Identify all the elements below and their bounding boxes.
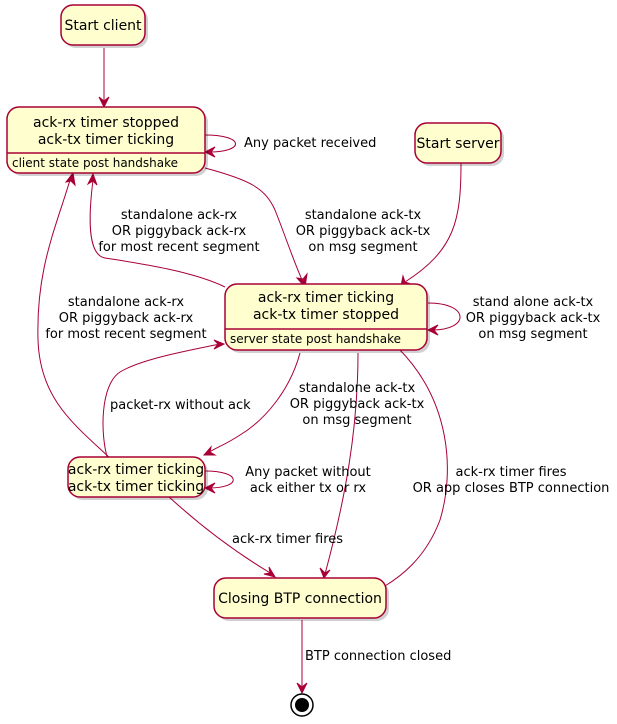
edge-client-self [204, 134, 236, 153]
arrowhead [86, 172, 98, 186]
edge-client-to-server [204, 167, 304, 283]
label-server-self-2: OR piggyback ack-tx [466, 311, 601, 326]
arrowhead [319, 567, 331, 580]
label-closing-to-end: BTP connection closed [305, 649, 451, 664]
state-client: ack-rx timer stopped ack-tx timer tickin… [6, 106, 208, 176]
label-server-self-1: stand alone ack-tx [473, 295, 594, 310]
label-both-self-2: ack either tx or rx [250, 481, 367, 496]
state-both-title-2: ack-tx timer ticking [68, 479, 204, 495]
edge-server-to-closing [324, 352, 359, 575]
state-closing: Closing BTP connection [213, 577, 389, 621]
edge-server-to-closing-right [384, 347, 448, 587]
label-both-to-client-2: OR piggyback ack-rx [59, 311, 194, 326]
state-start-client-label: Start client [64, 18, 142, 34]
label-server-to-client-2: OR piggyback ack-rx [112, 224, 247, 239]
arrowhead [203, 146, 216, 158]
label-client-to-server-1: standalone ack-tx [305, 208, 422, 223]
state-both-title-1: ack-rx timer ticking [68, 462, 204, 478]
state-closing-label: Closing BTP connection [218, 591, 382, 607]
arrowhead [98, 96, 110, 109]
state-client-description: client state post handshake [12, 156, 178, 170]
label-both-to-server: packet-rx without ack [110, 398, 251, 413]
label-client-to-server-2: OR piggyback ack-tx [296, 224, 431, 239]
label-server-to-client-3: for most recent segment [98, 240, 259, 255]
arrowhead [426, 324, 439, 336]
arrowhead [263, 566, 277, 578]
state-server-title-2: ack-tx timer stopped [253, 307, 399, 323]
arrowhead [203, 482, 216, 494]
label-server-to-closing-1: ack-rx timer fires [455, 465, 566, 480]
arrowhead [64, 171, 76, 187]
state-server-description: server state post handshake [230, 332, 401, 346]
edge-start-server [404, 162, 462, 283]
edge-server-self [427, 302, 461, 331]
state-server: ack-rx timer ticking ack-tx timer stoppe… [224, 283, 430, 353]
state-start-server-label: Start server [417, 136, 500, 152]
edge-both-to-server [102, 343, 221, 461]
state-server-title-1: ack-rx timer ticking [258, 290, 394, 306]
label-both-to-client-1: standalone ack-rx [68, 295, 185, 310]
label-server-to-client-1: standalone ack-rx [121, 208, 238, 223]
state-client-title-1: ack-rx timer stopped [33, 115, 179, 131]
label-server-to-both-3: on msg segment [302, 413, 411, 428]
label-server-to-closing-2: OR app closes BTP connection [413, 481, 610, 496]
label-server-to-both-2: OR piggyback ack-tx [290, 397, 425, 412]
label-both-to-closing: ack-rx timer fires [232, 532, 343, 547]
edge-server-to-client [89, 179, 226, 288]
edge-server-to-both [207, 352, 301, 454]
label-both-to-client-3: for most recent segment [45, 327, 206, 342]
edge-both-self [204, 470, 234, 489]
end-node-icon [290, 693, 314, 717]
state-start-client: Start client [60, 4, 148, 48]
state-client-title-2: ack-tx timer ticking [38, 132, 174, 148]
label-server-self-3: on msg segment [478, 327, 587, 342]
arrowhead [213, 339, 226, 350]
state-both-ticking: ack-rx timer ticking ack-tx timer tickin… [67, 456, 208, 500]
arrowhead [296, 682, 308, 695]
state-start-server: Start server [414, 122, 504, 166]
label-both-self-1: Any packet without [245, 465, 371, 480]
label-server-to-both-1: standalone ack-tx [299, 381, 416, 396]
edge-both-to-client [37, 179, 113, 461]
arrowhead [202, 445, 217, 456]
edge-both-to-closing [167, 495, 273, 575]
label-client-self: Any packet received [244, 136, 376, 151]
label-client-to-server-3: on msg segment [308, 240, 417, 255]
